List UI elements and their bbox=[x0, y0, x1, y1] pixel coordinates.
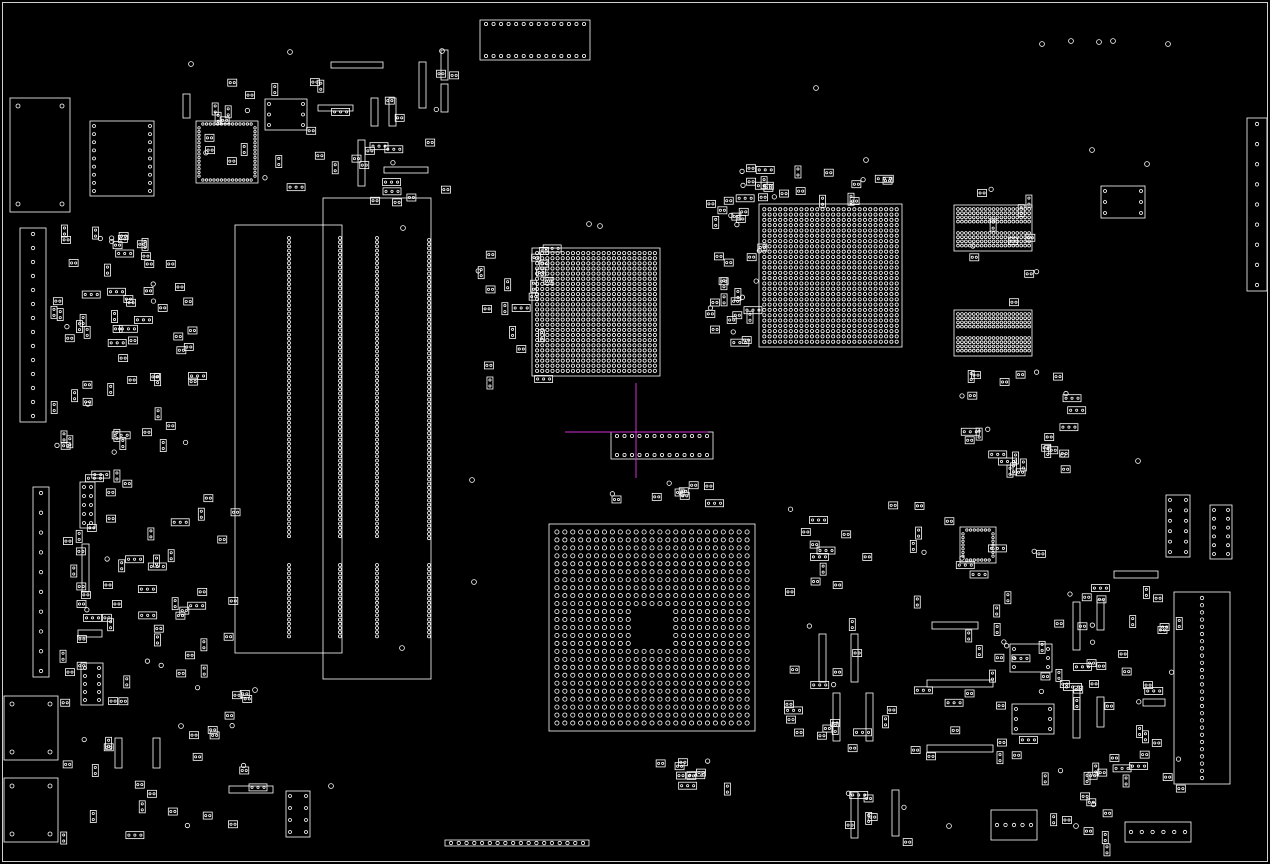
passive-cluster-11 bbox=[655, 758, 731, 796]
dimm-slot-1 bbox=[234, 224, 343, 654]
header-center bbox=[610, 431, 714, 460]
header-bottom bbox=[444, 839, 590, 847]
chip-u4 bbox=[1165, 494, 1191, 558]
passive-cluster-7 bbox=[959, 369, 1087, 478]
passive-cluster-9 bbox=[1059, 584, 1186, 824]
chip-u6 bbox=[1009, 643, 1053, 673]
passive-cluster-8 bbox=[784, 501, 1065, 765]
passive-cluster-15 bbox=[609, 491, 622, 504]
port-2 bbox=[3, 695, 59, 761]
passive-cluster-1 bbox=[50, 224, 207, 455]
port-3 bbox=[3, 777, 59, 843]
bga-chip-cpu-socket bbox=[548, 523, 756, 732]
passive-cluster-13 bbox=[1041, 762, 1148, 857]
chip-u3 bbox=[1100, 185, 1146, 219]
chip-u10 bbox=[79, 481, 96, 529]
qfp-chip-small bbox=[959, 526, 997, 564]
chip-u9 bbox=[80, 662, 104, 706]
chip-u7 bbox=[1011, 703, 1055, 735]
chip-u1 bbox=[89, 120, 155, 197]
bga-chip-northbridge bbox=[758, 203, 903, 348]
dimm-slot-2 bbox=[322, 197, 432, 680]
memory-chip-2 bbox=[953, 309, 1033, 357]
connector-bottom bbox=[990, 809, 1038, 841]
passive-cluster-12 bbox=[969, 186, 1040, 307]
passive-cluster-4 bbox=[475, 244, 562, 390]
crosshair-cursor bbox=[565, 383, 708, 478]
chip-u5 bbox=[1209, 504, 1233, 560]
chip-u2 bbox=[264, 98, 308, 131]
edge-connector-right-lower bbox=[1173, 591, 1231, 785]
header-top bbox=[479, 19, 591, 61]
bga-chip-graphics bbox=[531, 247, 661, 377]
passive-cluster-3 bbox=[203, 69, 460, 207]
edge-connector-left bbox=[19, 227, 47, 423]
passive-cluster-6 bbox=[760, 165, 894, 208]
thin-components bbox=[77, 49, 1166, 839]
passive-cluster-5 bbox=[705, 164, 775, 347]
passive-cluster-14 bbox=[845, 790, 913, 847]
edge-connector-left-lower bbox=[32, 486, 50, 678]
vias bbox=[178, 38, 1171, 829]
port-1 bbox=[9, 97, 71, 213]
connector-bottom-right bbox=[1124, 821, 1192, 843]
chip-u8 bbox=[285, 790, 311, 838]
memory-chip-1 bbox=[953, 204, 1033, 252]
passive-cluster-2 bbox=[59, 469, 268, 845]
passive-cluster-10 bbox=[651, 480, 724, 508]
edge-connector-right bbox=[1246, 117, 1268, 292]
